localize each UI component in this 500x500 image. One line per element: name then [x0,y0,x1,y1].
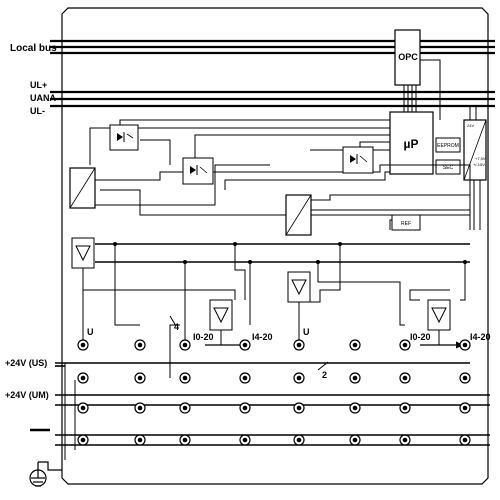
amplifier-left-output [209,299,233,331]
label-i-4-20-left: I4-20 [252,332,273,342]
terminal-dot [352,405,358,411]
supply-rails [50,90,495,108]
terminal-dot [137,342,143,348]
label-local-bus: Local bus [10,43,57,54]
module-housing [61,7,489,485]
converter-left [69,167,96,209]
label-i-4-20-right: I4-20 [470,332,491,342]
terminal-dot [137,437,143,443]
terminal-dot [402,437,408,443]
amplifier-right-output [427,299,451,331]
terminal-dot [242,437,248,443]
terminal-wiring [55,362,490,446]
amplifier-left [71,237,95,269]
sec-block [435,159,461,175]
terminal-dot [462,375,468,381]
eeprom-block [435,137,461,153]
terminal-dot [242,405,248,411]
label-u-right: U [303,327,310,337]
optocoupler-3 [342,146,374,174]
terminal-dot [80,375,86,381]
terminal-dot [80,342,86,348]
optocoupler-1 [109,124,139,151]
terminal-dot [462,405,468,411]
terminal-dot [296,342,302,348]
label-us-24: +24V (US) [5,358,47,368]
terminal-dot [242,342,248,348]
terminal-dot [402,375,408,381]
label-i-0-20-left: I0-20 [193,332,214,342]
terminal-dot [296,375,302,381]
terminal-row-4 [77,434,471,446]
microprocessor-block [389,111,434,175]
label-count-2: 2 [322,370,327,380]
terminal-dot [462,342,468,348]
terminal-dot [402,405,408,411]
optocoupler-2 [182,157,214,185]
terminal-row-3 [77,402,471,414]
local-bus-lines [50,39,495,55]
terminal-dot [80,437,86,443]
ground-symbol [29,461,62,487]
terminal-dot [462,437,468,443]
terminal-row-vertical-wires [64,363,76,460]
terminal-dot [296,437,302,443]
label-u-left: U [87,327,94,337]
converter-right [285,194,312,236]
terminal-dot [80,405,86,411]
label-reg-bot: +/-15V [473,162,485,167]
label-u-ana: UANA [30,93,56,103]
output-wiring [82,244,466,378]
terminal-dot [182,375,188,381]
terminal-dot [296,405,302,411]
label-eeprom: EEPROM [437,143,459,149]
terminal-row-1 [77,339,471,351]
label-u-l-plus: UL+ [30,80,47,90]
terminal-dot [182,342,188,348]
amplifier-mid [287,271,311,303]
terminal-dot [242,375,248,381]
internal-buses [95,243,470,263]
terminal-dot [352,375,358,381]
ref-block [391,214,421,231]
label-opc: OPC [398,52,418,62]
label-ref: REF [401,221,411,227]
terminal-dot [137,405,143,411]
label-mu-p: µP [404,137,419,151]
terminal-dot [137,375,143,381]
label-i-0-20-right: I0-20 [410,332,431,342]
terminal-row-2 [77,372,471,384]
terminal-dot [352,342,358,348]
label-reg-mid: +7,5V [475,156,486,161]
label-reg-top: 24V [467,123,474,128]
terminal-dot [182,437,188,443]
label-sec: SEC [443,165,454,171]
label-um-24: +24V (UM) [5,390,49,400]
terminal-dot [402,342,408,348]
label-u-l-minus: UL- [30,106,45,116]
terminal-dot [352,437,358,443]
label-count-4: 4 [174,322,179,332]
terminal-dot [182,405,188,411]
